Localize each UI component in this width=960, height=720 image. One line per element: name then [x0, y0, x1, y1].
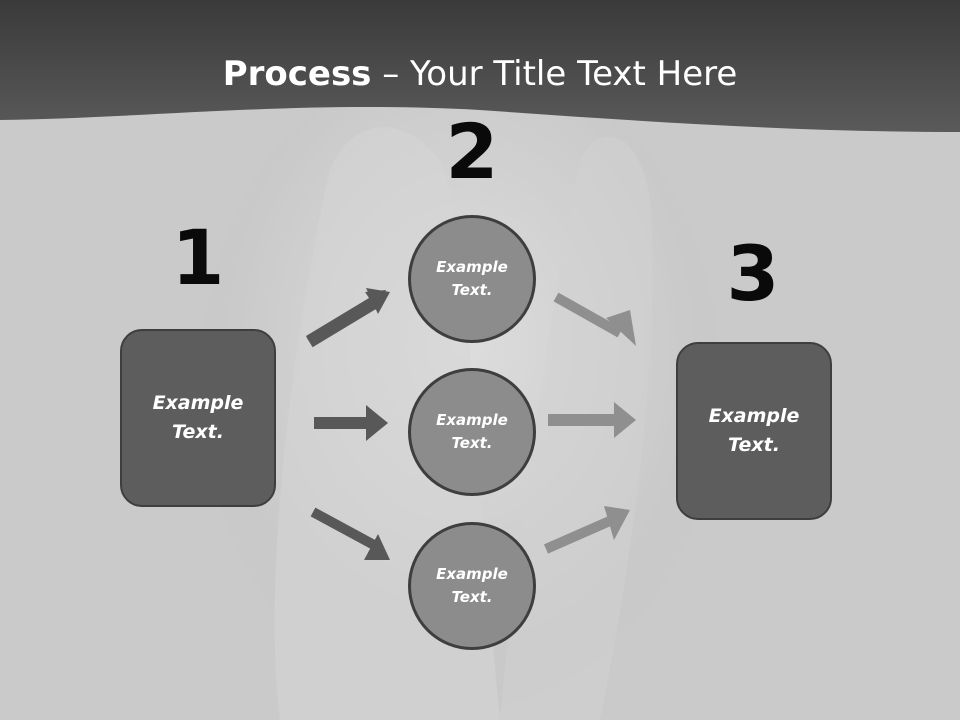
- page-title: Process – Your Title Text Here: [0, 52, 960, 96]
- step-3-box: Example Text.: [676, 342, 832, 520]
- step-1-box: Example Text.: [120, 329, 276, 507]
- title-rest: – Your Title Text Here: [371, 54, 738, 94]
- step-2-text-top: Example Text.: [436, 258, 508, 299]
- step-2-circle-middle: Example Text.: [408, 368, 536, 496]
- step-2-circle-bottom: Example Text.: [408, 522, 536, 650]
- step-2-circle-top: Example Text.: [408, 215, 536, 343]
- step-1-text: Example Text.: [152, 392, 244, 443]
- step-2-text-bottom: Example Text.: [436, 565, 508, 606]
- step-3-text: Example Text.: [708, 405, 800, 456]
- arrow-2-to-3-bottom: [543, 506, 630, 554]
- title-bold: Process: [222, 54, 372, 94]
- arrow-1-to-2-middle: [314, 405, 388, 441]
- arrow-2-to-3-middle: [548, 402, 636, 438]
- step-2-text-middle: Example Text.: [436, 411, 508, 452]
- arrow-1-to-2-bottom: [310, 507, 390, 560]
- header-band: [0, 0, 960, 132]
- step-1-number: 1: [171, 213, 225, 302]
- step-2-number: 2: [445, 107, 499, 196]
- arrow-1-to-2-top: [306, 288, 390, 348]
- arrow-2-to-3-top: [553, 292, 636, 346]
- step-3-number: 3: [726, 229, 780, 318]
